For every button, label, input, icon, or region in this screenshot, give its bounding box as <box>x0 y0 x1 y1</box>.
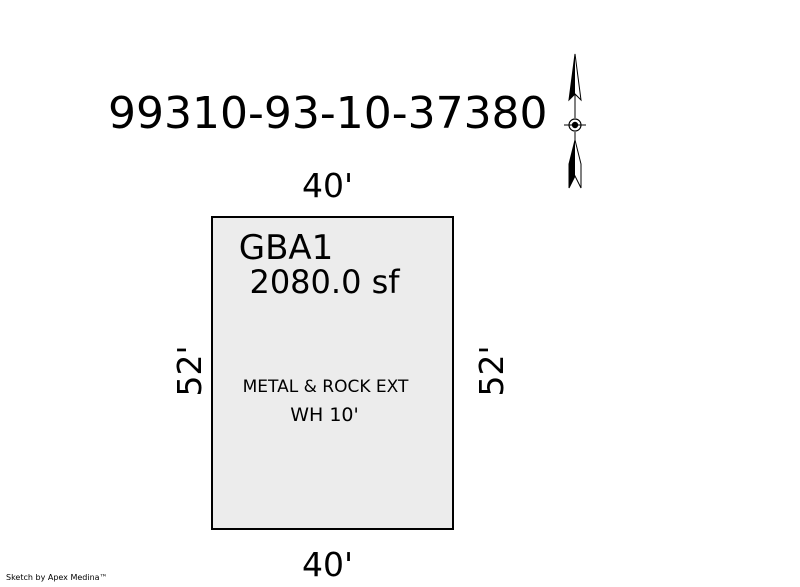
dimension-bottom: 40' <box>302 545 354 584</box>
north-arrow-icon <box>564 53 586 189</box>
dimension-right: 52' <box>472 345 511 397</box>
area-size-label: 2080.0 sf <box>249 263 400 301</box>
dimension-left: 52' <box>170 345 209 397</box>
sketch-credit: Sketch by Apex Medina™ <box>6 573 108 582</box>
wall-height-label: WH 10' <box>290 404 359 426</box>
area-code-label: GBA1 <box>238 228 334 268</box>
building-description: METAL & ROCK EXT <box>242 377 409 397</box>
parcel-id: 99310-93-10-37380 <box>108 88 548 139</box>
dimension-top: 40' <box>302 166 354 205</box>
building-outline <box>211 216 454 530</box>
